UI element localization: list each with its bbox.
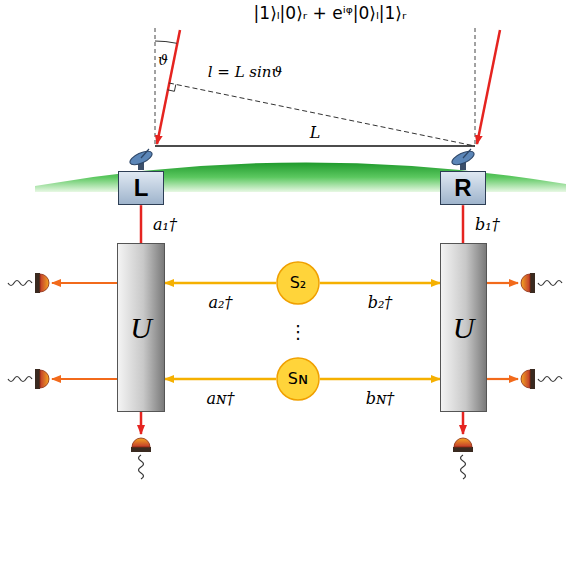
connector — [140, 205, 143, 243]
output-arrow — [52, 378, 117, 380]
ellipsis: ⋮ — [289, 321, 307, 342]
incoming-ray — [477, 30, 500, 144]
state-formula: |1⟩ₗ|0⟩ᵣ + eⁱᵠ|0⟩ₗ|1⟩ᵣ — [254, 3, 407, 23]
baseline-label: L — [310, 123, 321, 142]
source-disc — [277, 262, 319, 304]
operator-label: b₂† — [368, 293, 393, 312]
detector — [453, 438, 473, 479]
operator-label: aɴ† — [207, 389, 235, 408]
node-label: U — [130, 311, 152, 344]
perpendicular-line — [169, 83, 475, 146]
station-box: R — [440, 171, 486, 205]
operator-label: bɴ† — [366, 389, 395, 408]
incoming-ray — [157, 30, 180, 144]
unitary-box: U — [117, 243, 165, 412]
telescope-dish — [450, 148, 476, 170]
unitary-box: U — [440, 243, 487, 412]
operator-label: a₁† — [153, 215, 177, 234]
vertical-reference — [155, 28, 156, 146]
output-arrow — [140, 412, 143, 434]
operator-label: b₁† — [475, 215, 500, 234]
circle-outline — [276, 261, 320, 305]
detector — [131, 438, 151, 479]
station-box: L — [118, 171, 164, 205]
baseline — [155, 145, 475, 146]
output-arrow — [487, 282, 518, 284]
node-label: U — [453, 311, 475, 344]
detector — [521, 369, 562, 389]
connector — [165, 282, 276, 285]
output-arrow — [487, 378, 518, 380]
ground-band — [35, 162, 566, 192]
detector — [8, 273, 49, 293]
source-circle: Sɴ — [276, 357, 320, 401]
node-label: R — [454, 175, 471, 201]
node-label: L — [134, 175, 149, 201]
source-circle: S₂ — [276, 261, 320, 305]
node-label: S₂ — [290, 274, 307, 292]
connector — [320, 378, 440, 381]
detector — [8, 369, 49, 389]
connector — [462, 205, 465, 243]
right-angle-mark — [168, 85, 176, 92]
detector — [521, 273, 562, 293]
angle-arc — [155, 41, 177, 43]
vertical-reference — [475, 28, 476, 146]
node-label: Sɴ — [288, 370, 308, 388]
angle-label: ϑ — [158, 52, 168, 68]
operator-label: a₂† — [209, 293, 233, 312]
output-arrow — [52, 282, 117, 284]
length-label: l = L sinϑ — [206, 63, 285, 81]
source-disc — [277, 358, 319, 400]
telescope-dish — [128, 148, 154, 170]
output-arrow — [462, 412, 465, 434]
connector — [165, 378, 276, 381]
connector — [320, 282, 440, 285]
circle-outline — [276, 357, 320, 401]
